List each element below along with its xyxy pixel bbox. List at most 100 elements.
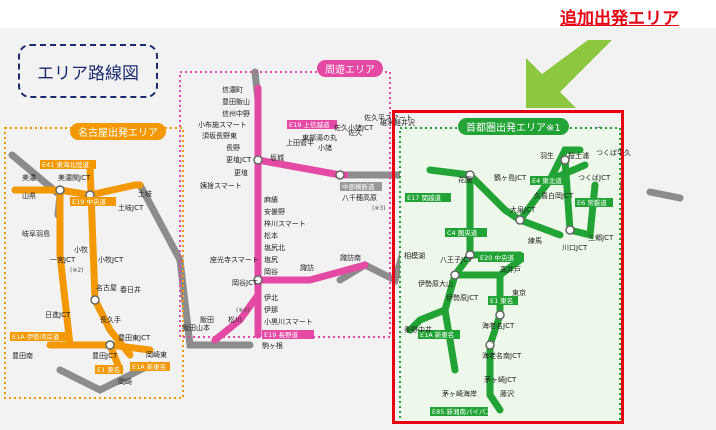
station-label: 豊田南 [12, 351, 33, 360]
station-label: 麻績 [264, 195, 278, 204]
nagoya-area-border [4, 127, 184, 399]
station-label: 佐久平スマート [364, 113, 413, 122]
station-label: 名古屋 [96, 283, 117, 292]
station-label: 桜土浦 [568, 151, 589, 160]
station-label: 駒ヶ根 [262, 341, 283, 350]
route-label-e1a-nagoya: E1A 新東名 [132, 362, 166, 371]
route-label-tohoku: E4 東北道 [532, 176, 562, 185]
station-label: 八王子JCT [440, 256, 473, 264]
station-label: 小牧 [74, 245, 88, 254]
station-label: 飯田山本 [182, 323, 210, 332]
station-label: 伊勢原JCT [446, 293, 479, 302]
route-label-chubu-odan: 中部横断道 [342, 182, 375, 191]
route-label-tomei-shuto: E1 東名 [490, 296, 513, 305]
note-3: (※3) [372, 205, 386, 212]
station-label: 相模湖 [404, 251, 425, 260]
station-label: 藤沢 [500, 389, 514, 398]
route-label-e41: E41 東海北陸道 [42, 160, 89, 169]
station-label: つくば牛久 [596, 148, 631, 157]
station-label: 諏訪 [300, 263, 314, 272]
route-label-e1-nagoya: E1 東名 [97, 365, 120, 374]
note-4: (※4) [236, 307, 250, 314]
station-label: 飯田 [200, 315, 214, 324]
station-label: 海老名JCT [482, 321, 515, 330]
station-label: 佐久 [348, 128, 362, 137]
station-label: 岡崎東 [146, 350, 167, 359]
shuto-area-border [399, 127, 621, 424]
station-label: 伊勢原大山 [418, 279, 453, 288]
station-label: 諏訪南 [340, 253, 361, 262]
route-labels: E41 東海北陸道 E19 中央道 E1A 新東名 E1 東名 E1A 伊勢湾岸… [10, 120, 613, 416]
station-label: 岡谷 [264, 267, 278, 276]
station-label: 東部湯の丸 [302, 133, 337, 142]
route-label-chuo-shuto: E20 中央道 [480, 253, 514, 262]
station-label: 花園 [458, 175, 472, 184]
station-label: 長久手 [100, 315, 121, 324]
route-label-shinshonan: E85 新湘南バイパス [432, 407, 492, 416]
station-label: 秦野中井 [404, 325, 432, 334]
shuto-area-label: 首都圏出発エリア [466, 123, 546, 134]
station-label: 土岐 [138, 189, 152, 198]
station-label: 川口JCT [562, 244, 588, 252]
station-label: 三郷JCT [588, 233, 614, 242]
station-label: つくばJCT [578, 173, 611, 182]
station-label: 練馬 [528, 236, 542, 245]
station-label: 佐久小諸JCT [334, 123, 374, 132]
station-label: 須坂長野東 [202, 131, 237, 140]
station-label: 高井戸 [500, 265, 521, 274]
station-label: 大泉JCT [510, 205, 536, 214]
added-area-title: 追加出発エリア [560, 9, 679, 29]
station-label: 春日井 [120, 285, 141, 294]
station-label: 小諸 [318, 143, 332, 152]
station-label: 土岐JCT [118, 203, 144, 212]
route-label-e19-nagoya: E19 中央道 [72, 197, 106, 206]
station-label: 座光寺スマート [210, 255, 259, 264]
station-label: 鶴ヶ島JCT [494, 173, 527, 182]
station-label: 岡谷JCT [232, 278, 258, 287]
station-label: 茅ヶ崎JCT [484, 375, 517, 384]
route-label-chuo-shuyu: E19 長野道 [264, 330, 298, 339]
shuyu-area-tab: 周遊エリア [317, 60, 383, 77]
route-label-joshinetsu: E19 上信越道 [289, 120, 330, 129]
nagoya-area-tab: 名古屋出発エリア [70, 123, 166, 140]
station-label: 美濃関JCT [58, 173, 91, 182]
station-label: 豊田JCT [92, 351, 118, 360]
route-label-joban: E6 常磐道 [577, 198, 607, 207]
station-label: 小牧JCT [98, 255, 124, 264]
legend-box: エリア路線図 [18, 44, 158, 98]
station-label: 上田菅平 [286, 138, 314, 147]
station-label: 山県 [22, 191, 36, 200]
station-label: 碓氷軽井沢 [380, 118, 415, 127]
station-labels: 美濃 山県 岐阜羽島 一宮JCT 美濃関JCT 小牧JCT 小牧 名古屋 春日井… [12, 85, 631, 398]
station-label: 伊北 [264, 293, 278, 302]
route-label-kenodo: C4 圏央道 [447, 228, 478, 237]
station-label: 久喜白岡JCT [534, 191, 574, 200]
station-label: 伊那 [264, 305, 278, 314]
note-2: (※2) [70, 267, 84, 274]
station-label: 日進JCT [45, 310, 71, 319]
station-label: 信州中野 [222, 109, 250, 118]
route-label-kanetsu: E17 関越道 [407, 193, 441, 202]
station-label: 更埴 [234, 168, 248, 177]
station-label: 豊田飯山 [222, 97, 250, 106]
added-area-frame [392, 110, 624, 424]
station-label: 松川 [228, 315, 242, 324]
station-label: 豊田東JCT [118, 333, 151, 342]
station-label: 小黒川スマート [264, 317, 313, 326]
route-label-shintomei-shuto: E1A 新東名 [420, 330, 454, 339]
station-label: 姨捨スマート [200, 181, 242, 190]
station-label: 美濃 [22, 173, 36, 182]
station-label: 梓川スマート [264, 219, 306, 228]
station-label: 塩尻北 [264, 243, 285, 252]
station-label: 更埴JCT [226, 155, 252, 164]
station-label: 一宮JCT [50, 255, 76, 264]
station-label: 安曇野 [264, 207, 285, 216]
station-label: 八千穂高原 [342, 193, 377, 202]
station-label: 長野 [226, 144, 240, 152]
pointer-arrow [526, 40, 612, 108]
footnote-marks: (※2) (※3) (※4) [70, 205, 386, 314]
station-label: 茅ヶ崎海岸 [442, 389, 477, 398]
station-label: 岡崎 [118, 377, 132, 386]
shuto-area-tab: 首都圏出発エリア※1 [458, 118, 569, 135]
